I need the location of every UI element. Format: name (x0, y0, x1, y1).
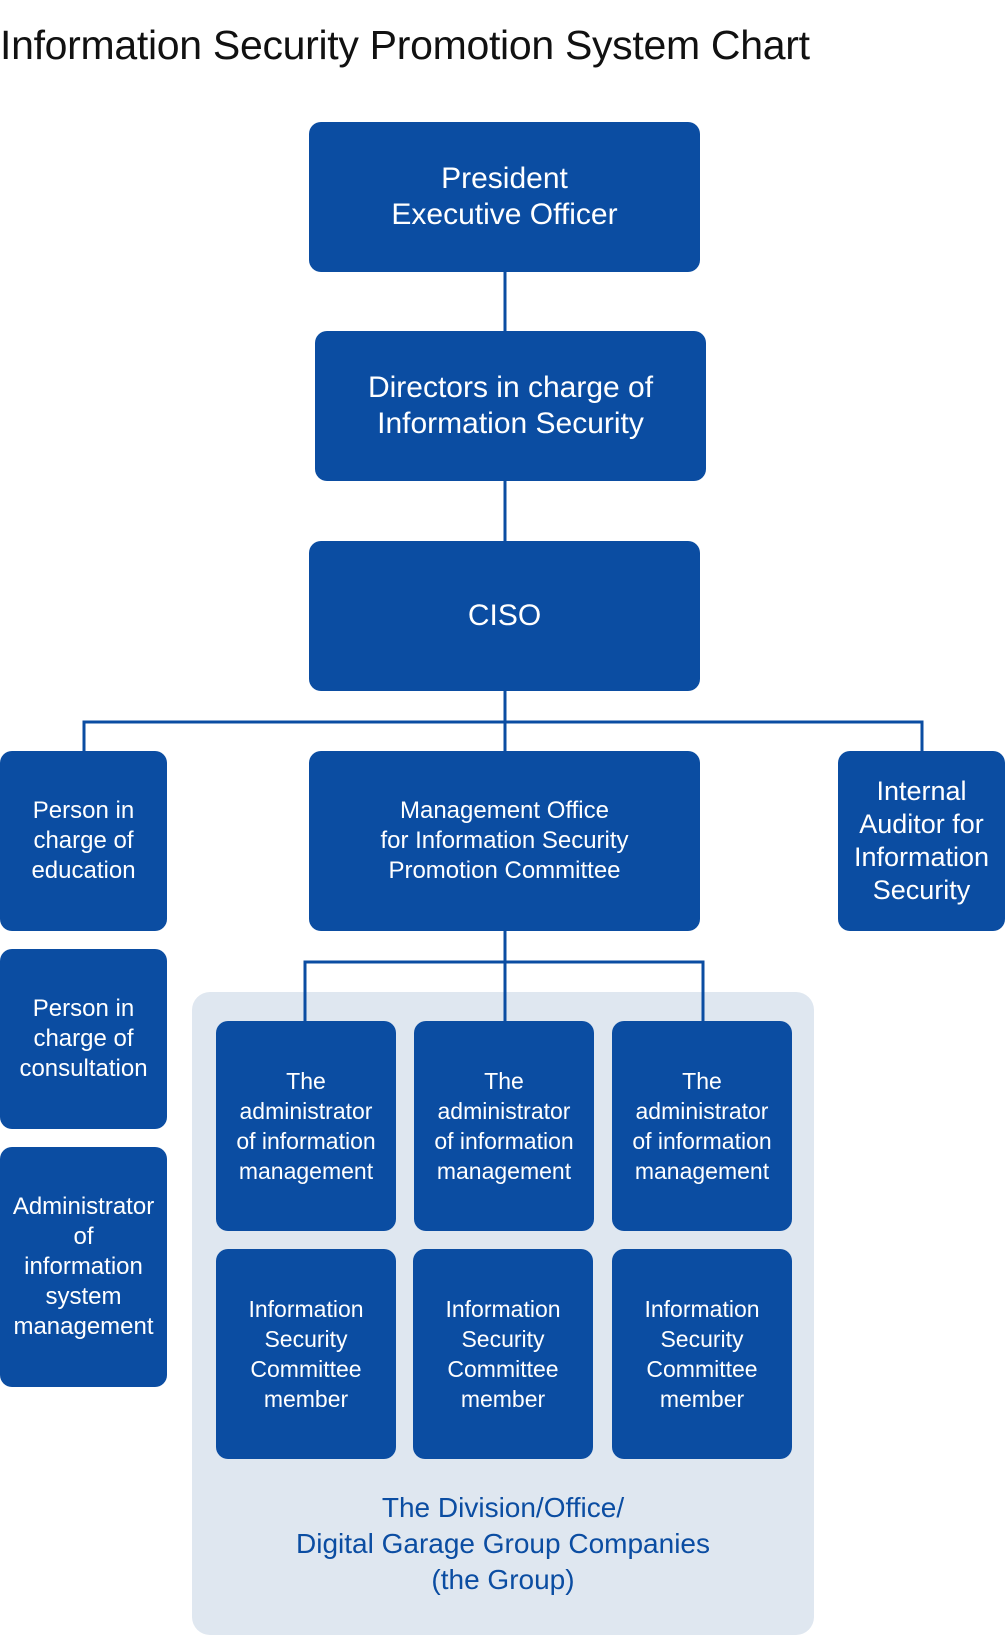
directors-line2: Information Security (377, 407, 644, 440)
group-label-line2: Digital Garage Group Companies (296, 1528, 710, 1559)
system-admin-line5: management (13, 1313, 154, 1340)
committee-member-line3: Committee (646, 1356, 758, 1382)
mgmt-office-box: Management Office for Information Securi… (309, 751, 700, 931)
education-line2: charge of (33, 827, 134, 854)
committee-member-line1: Information (445, 1296, 561, 1322)
committee-member-line3: Committee (250, 1356, 362, 1382)
mgmt-office-line2: for Information Security (380, 827, 629, 854)
info-admin-line2: administrator (239, 1098, 373, 1124)
group-label: The Division/Office/ Digital Garage Grou… (192, 1490, 814, 1598)
committee-member-box-3: Information Security Committee member (612, 1249, 792, 1459)
committee-member-line2: Security (461, 1326, 545, 1352)
auditor-line3: Information (853, 842, 990, 872)
info-admin-line2: administrator (437, 1098, 571, 1124)
mgmt-office-line1: Management Office (399, 797, 609, 824)
committee-member-line4: member (263, 1386, 349, 1412)
system-admin-line1: Administrator (12, 1193, 155, 1220)
president-box: President Executive Officer (309, 122, 700, 272)
consultation-line1: Person in (32, 995, 135, 1022)
info-admin-line1: The (484, 1068, 524, 1094)
info-admin-line1: The (682, 1068, 722, 1094)
education-line1: Person in (32, 797, 135, 824)
consultation-line3: consultation (19, 1055, 148, 1082)
committee-member-line4: member (460, 1386, 546, 1412)
system-admin-line4: system (45, 1283, 122, 1310)
group-label-line1: The Division/Office/ (381, 1492, 625, 1523)
directors-box: Directors in charge of Information Secur… (315, 331, 706, 481)
auditor-line2: Auditor for (859, 809, 984, 839)
ciso-label: CISO (467, 599, 542, 632)
consultation-box: Person in charge of consultation (0, 949, 167, 1129)
connector-office-horizontal (303, 960, 705, 1022)
education-box: Person in charge of education (0, 751, 167, 931)
info-admin-line4: management (634, 1158, 770, 1184)
president-line2: Executive Officer (391, 198, 618, 231)
info-admin-line3: of information (632, 1128, 772, 1154)
committee-member-line2: Security (660, 1326, 744, 1352)
info-admin-box-2: The administrator of information managem… (414, 1021, 594, 1231)
info-admin-box-1: The administrator of information managem… (216, 1021, 396, 1231)
chart-title: Information Security Promotion System Ch… (0, 22, 810, 68)
mgmt-office-line3: Promotion Committee (388, 857, 621, 884)
committee-member-line2: Security (264, 1326, 348, 1352)
committee-member-line1: Information (248, 1296, 364, 1322)
auditor-line1: Internal (876, 776, 967, 806)
directors-line1: Directors in charge of (367, 371, 654, 404)
system-admin-box: Administrator of information system mana… (0, 1147, 167, 1387)
education-line3: education (31, 857, 136, 884)
committee-member-line4: member (659, 1386, 745, 1412)
info-admin-line4: management (436, 1158, 572, 1184)
committee-member-line1: Information (644, 1296, 760, 1322)
committee-member-box-2: Information Security Committee member (413, 1249, 593, 1459)
group-label-line3: (the Group) (431, 1564, 575, 1595)
info-admin-line3: of information (236, 1128, 376, 1154)
auditor-line4: Security (872, 875, 971, 905)
system-admin-line2: of (73, 1223, 94, 1250)
info-admin-line2: administrator (635, 1098, 769, 1124)
auditor-box: Internal Auditor for Information Securit… (838, 751, 1005, 931)
connector-branch-horizontal (82, 720, 924, 752)
president-line1: President (441, 162, 568, 195)
ciso-box: CISO (309, 541, 700, 691)
info-admin-line3: of information (434, 1128, 574, 1154)
info-admin-line1: The (286, 1068, 326, 1094)
info-admin-box-3: The administrator of information managem… (612, 1021, 792, 1231)
info-admin-line4: management (238, 1158, 374, 1184)
committee-member-line3: Committee (447, 1356, 559, 1382)
consultation-line2: charge of (33, 1025, 134, 1052)
system-admin-line3: information (24, 1253, 143, 1280)
committee-member-box-1: Information Security Committee member (216, 1249, 396, 1459)
